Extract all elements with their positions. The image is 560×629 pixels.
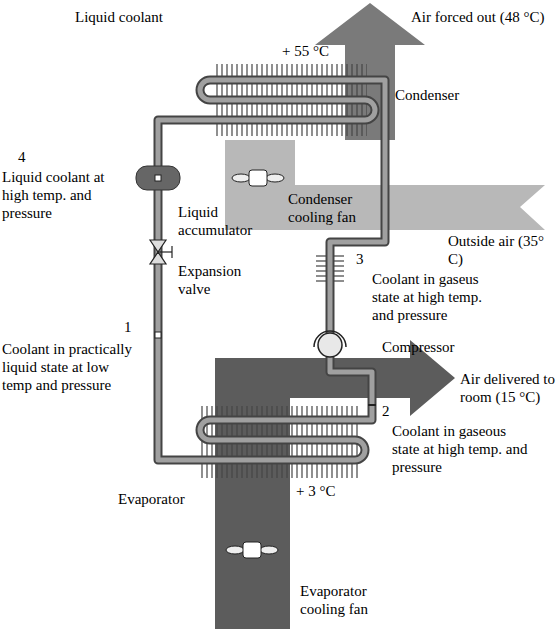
liquid-accumulator bbox=[136, 166, 180, 190]
state-note: Liquid coolant at high temp. and pressur… bbox=[2, 168, 107, 222]
callout-number: 3 bbox=[356, 250, 364, 268]
part-label: Condenser bbox=[395, 86, 459, 104]
condenser-fan bbox=[232, 170, 284, 186]
callout-number: 1 bbox=[124, 318, 132, 336]
expansion-valve bbox=[150, 240, 172, 264]
compressor bbox=[314, 331, 346, 357]
callout-number: 2 bbox=[382, 402, 390, 420]
state-note: Coolant in gaseus state at high temp. an… bbox=[372, 270, 502, 324]
temperature-label: + 3 °C bbox=[296, 482, 335, 500]
callout-number: 4 bbox=[18, 148, 26, 166]
state-note: Coolant in practically liquid state at l… bbox=[2, 340, 142, 394]
part-label: Condenser cooling fan bbox=[288, 190, 370, 226]
air-label: Air forced out (48 °C) bbox=[411, 8, 557, 26]
pipe-label: Liquid coolant bbox=[75, 8, 163, 26]
part-label: Evaporator bbox=[118, 490, 185, 508]
point-markers bbox=[155, 332, 376, 405]
part-label: Compressor bbox=[382, 338, 455, 356]
coolant-pipe bbox=[158, 80, 385, 460]
air-label: Outside air (35° C) bbox=[448, 232, 548, 268]
part-label: Liquid accumulator bbox=[178, 203, 268, 239]
room-air-arrow bbox=[215, 340, 455, 629]
evaporator-fan bbox=[226, 542, 278, 558]
part-label: Expansion valve bbox=[178, 262, 258, 298]
air-label: Air delivered to room (15 °C) bbox=[460, 370, 556, 406]
part-label: Evaporator cooling fan bbox=[300, 582, 400, 618]
temperature-label: + 55 °C bbox=[282, 42, 329, 60]
state-note: Coolant in gaseous state at high temp. a… bbox=[392, 422, 532, 476]
